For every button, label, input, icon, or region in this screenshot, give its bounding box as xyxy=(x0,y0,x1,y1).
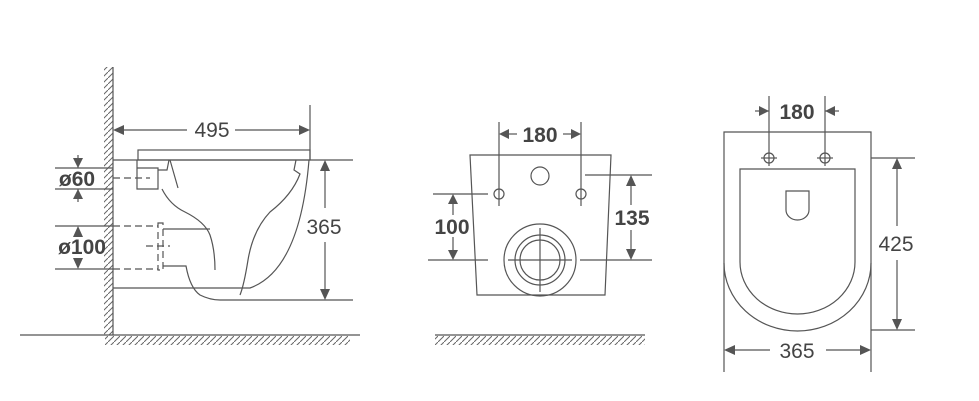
outer-outline xyxy=(723,131,872,372)
seat xyxy=(137,149,311,161)
height-label: 365 xyxy=(306,216,341,239)
outlet-height-label: 100 xyxy=(434,216,469,239)
top-bolt-spacing-label: 180 xyxy=(779,101,814,124)
inlet-hole xyxy=(530,166,550,186)
bowl-trap xyxy=(239,159,301,296)
top-view: 180 425 365 xyxy=(723,96,915,372)
back-view: 180 100 135 xyxy=(428,122,652,345)
floor-hatching xyxy=(105,336,350,345)
outer-bowl-arc xyxy=(723,262,872,332)
length-label: 425 xyxy=(878,233,913,256)
seat-opening xyxy=(739,168,856,315)
flush-outlet xyxy=(785,190,810,221)
bolt-spacing-label: 180 xyxy=(522,124,557,147)
wall-hatching xyxy=(104,67,113,335)
side-view: 495 365 ø60 ø100 xyxy=(20,67,360,345)
bowl-inner xyxy=(136,159,216,271)
width-label: 365 xyxy=(779,340,814,363)
back-outline xyxy=(469,154,612,296)
bowl-bottom xyxy=(163,265,353,301)
inlet-diameter-label: ø60 xyxy=(59,168,95,191)
floor-hatching xyxy=(435,336,645,345)
depth-label: 495 xyxy=(194,119,229,142)
outlet-ring xyxy=(503,223,577,297)
outlet-diameter-label: ø100 xyxy=(58,236,106,259)
bowl-outer xyxy=(113,159,310,289)
inlet-height-label: 135 xyxy=(614,207,649,230)
